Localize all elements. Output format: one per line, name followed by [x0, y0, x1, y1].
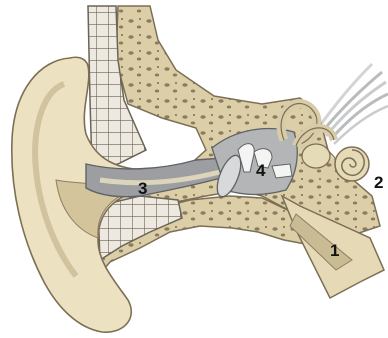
label-3: 3: [138, 179, 147, 198]
vestibule: [302, 144, 330, 168]
label-4: 4: [256, 161, 266, 180]
label-2: 2: [374, 173, 383, 192]
label-1: 1: [330, 241, 339, 260]
